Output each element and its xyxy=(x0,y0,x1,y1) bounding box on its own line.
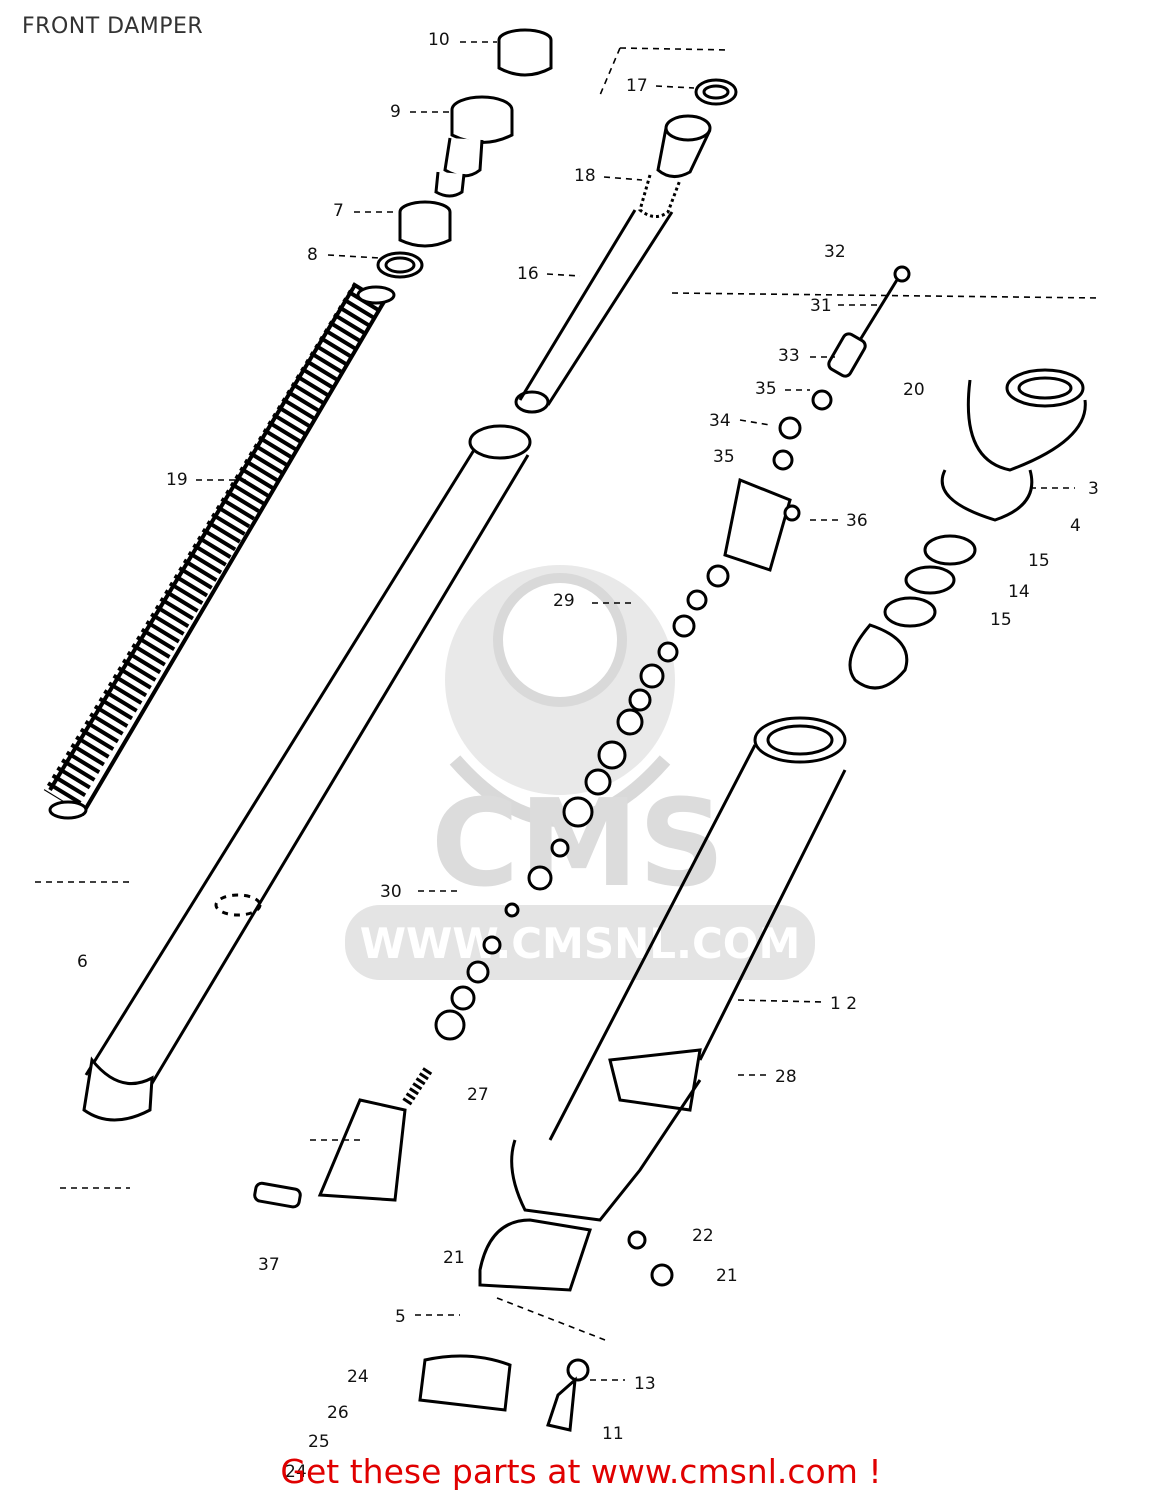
callout-c32: 32 xyxy=(824,242,846,262)
callout-c19: 19 xyxy=(166,470,188,490)
callout-c22: 22 xyxy=(692,1226,714,1246)
footer-promo-text[interactable]: Get these parts at www.cmsnl.com ! xyxy=(280,1452,882,1491)
callout-c21b: 21 xyxy=(716,1266,738,1286)
part-spring-19 xyxy=(43,282,396,820)
callout-c9: 9 xyxy=(390,102,401,122)
callout-c20: 20 xyxy=(903,380,925,400)
callout-c4: 4 xyxy=(1070,516,1081,536)
part-bolt-9 xyxy=(434,95,514,198)
part-rod-16-end xyxy=(514,390,550,414)
callout-c34: 34 xyxy=(709,411,731,431)
callout-c3: 3 xyxy=(1088,479,1099,499)
watermark-url: WWW.CMSNL.COM xyxy=(360,919,801,968)
damper-assembly xyxy=(400,265,911,1108)
callout-c25: 25 xyxy=(308,1432,330,1452)
callout-c26: 26 xyxy=(327,1403,349,1423)
callout-c28: 28 xyxy=(775,1067,797,1087)
part-tube-top-18 xyxy=(638,114,712,218)
callout-c7: 7 xyxy=(333,201,344,221)
callout-c17: 17 xyxy=(626,76,648,96)
callout-c18: 18 xyxy=(574,166,596,186)
callout-c10: 10 xyxy=(428,30,450,50)
leader-lines xyxy=(35,41,1101,1381)
callout-c1: 1 2 xyxy=(830,994,858,1014)
callout-c37: 37 xyxy=(258,1255,280,1275)
part-rod-16-edge xyxy=(546,211,674,406)
part-cap-10 xyxy=(497,28,553,77)
part-7 xyxy=(398,200,452,248)
part-outer-tube-1 xyxy=(478,716,847,1292)
callout-c29: 29 xyxy=(553,591,575,611)
callout-c8: 8 xyxy=(307,245,318,265)
watermark-logo xyxy=(345,565,815,980)
part-seals-14-15 xyxy=(848,534,977,690)
part-fork-tube-6 xyxy=(82,424,532,1122)
callout-c16: 16 xyxy=(517,264,539,284)
callout-c27: 27 xyxy=(467,1085,489,1105)
callout-c30: 30 xyxy=(380,882,402,902)
callout-c35a: 35 xyxy=(755,379,777,399)
part-seal-17 xyxy=(694,78,738,106)
callout-c24b: 24 xyxy=(285,1462,307,1482)
callout-c14: 14 xyxy=(1008,582,1030,602)
watermark-brand: CMS xyxy=(431,775,725,914)
callout-c15b: 15 xyxy=(990,610,1012,630)
callout-c21a: 21 xyxy=(443,1248,465,1268)
part-dust-boot-20 xyxy=(940,368,1087,522)
callout-c5: 5 xyxy=(395,1307,406,1327)
page-title: FRONT DAMPER xyxy=(22,14,204,39)
callout-c33: 33 xyxy=(778,346,800,366)
callout-c36: 36 xyxy=(846,511,868,531)
part-axle-clamp-24 xyxy=(418,1230,674,1432)
callout-c24a: 24 xyxy=(347,1367,369,1387)
part-rod-16 xyxy=(518,209,637,401)
callout-c6: 6 xyxy=(77,952,88,972)
callout-c13: 13 xyxy=(634,1374,656,1394)
part-washer-8-hole xyxy=(384,256,416,274)
callout-c31: 31 xyxy=(810,296,832,316)
callout-c15a: 15 xyxy=(1028,551,1050,571)
callout-c35b: 35 xyxy=(713,447,735,467)
part-damper-housing-27 xyxy=(253,1098,407,1209)
callout-c11: 11 xyxy=(602,1424,624,1444)
